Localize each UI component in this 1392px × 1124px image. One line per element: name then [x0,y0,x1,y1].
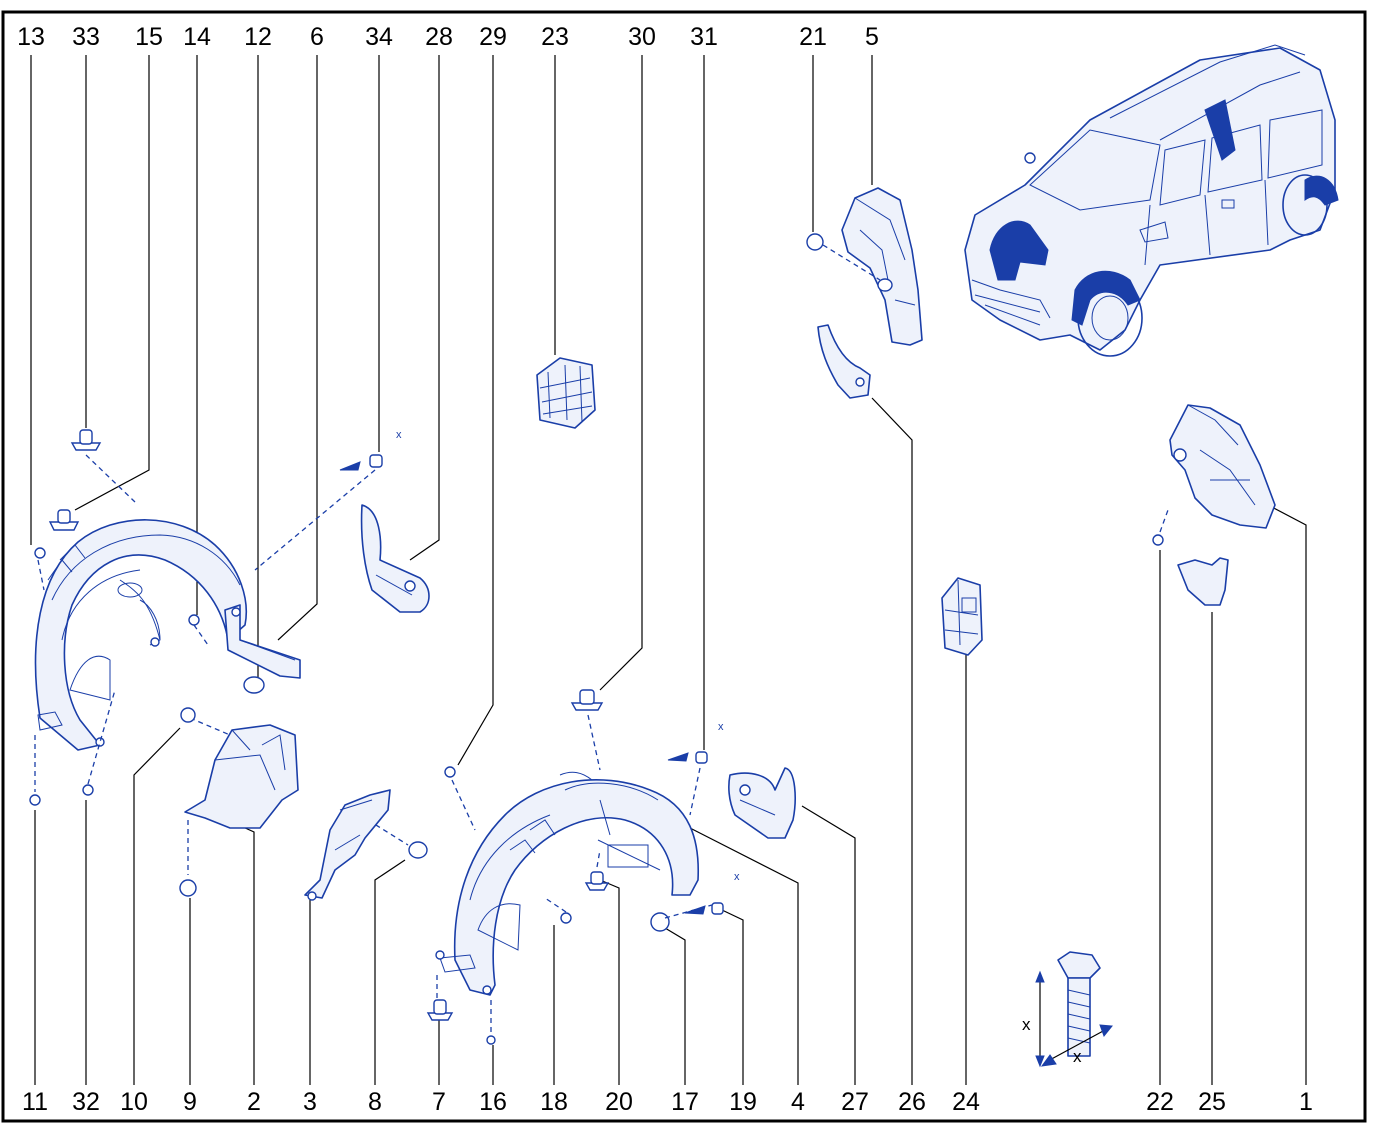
label-24: 24 [952,1088,980,1116]
label-32: 32 [72,1088,100,1116]
leader-27 [801,805,856,1085]
label-10: 10 [120,1088,148,1116]
side-shield [806,187,923,346]
front-wheel-arch-liner [34,519,247,751]
electronic-module [941,577,983,656]
label-28: 28 [425,23,453,51]
vehicle-illustration [964,44,1339,357]
label-9: 9 [183,1088,197,1116]
leader-10 [133,727,181,1085]
bottom-label-row: 11 32 10 9 2 3 8 7 16 18 20 17 19 4 27 2… [22,1088,1313,1116]
svg-text:x: x [396,429,402,441]
rear-mudflap [728,767,796,839]
label-34: 34 [365,23,393,51]
label-27: 27 [841,1088,869,1116]
bolt-length-x: x [1022,1015,1031,1034]
label-17: 17 [671,1088,699,1116]
ventilation-grille [536,357,596,429]
diagram-frame [1,10,1367,1123]
label-30: 30 [628,23,656,51]
label-2: 2 [247,1088,261,1116]
label-1: 1 [1299,1088,1313,1116]
front-mudflap [360,504,430,613]
svg-text:x: x [718,721,724,733]
label-6: 6 [310,23,324,51]
label-22: 22 [1146,1088,1174,1116]
label-3: 3 [303,1088,317,1116]
label-29: 29 [479,23,507,51]
label-31: 31 [690,23,718,51]
leader-2 [231,821,255,1085]
top-label-row: 13 33 15 14 12 6 34 28 29 23 30 31 21 5 [17,23,879,51]
leader-lines [30,55,1307,1085]
label-19: 19 [729,1088,757,1116]
leader-20 [599,879,620,1085]
label-26: 26 [898,1088,926,1116]
label-7: 7 [432,1088,446,1116]
front-liner-bracket [224,604,301,679]
leader-30 [599,55,643,691]
leader-8 [374,859,406,1085]
label-12: 12 [244,23,272,51]
label-25: 25 [1198,1088,1226,1116]
label-13: 13 [17,23,45,51]
highlight-side-panel [1204,99,1236,161]
rear-mini-flap [1177,557,1229,606]
label-18: 18 [540,1088,568,1116]
bolt-dimension-detail: x x [1022,951,1113,1068]
front-liner-dashes [34,454,409,875]
highlight-rear-arch [1304,175,1339,206]
leader-6 [277,55,318,641]
front-lower-bracket [304,789,428,901]
leader-26 [871,397,913,1085]
leader-15 [74,55,150,511]
leader-29 [457,55,494,766]
leader-1 [1267,504,1307,1085]
highlight-front-arch [1071,270,1141,326]
leader-17 [664,927,686,1085]
label-16: 16 [479,1088,507,1116]
label-4: 4 [791,1088,805,1116]
label-14: 14 [183,23,211,51]
bolt-diameter-x: x [1073,1047,1082,1066]
label-11: 11 [22,1088,48,1116]
front-liner-fasteners: x [29,429,402,806]
label-15: 15 [135,23,163,51]
leader-28 [409,55,440,561]
leader-19 [721,909,744,1085]
rear-arch-liner-right [1152,404,1276,546]
leader-4 [689,827,799,1085]
highlight-front-liner [989,220,1049,281]
label-21: 21 [799,23,827,51]
label-8: 8 [368,1088,382,1116]
rear-liner-dashes [436,714,713,1034]
label-20: 20 [605,1088,633,1116]
small-mudflap [817,324,871,399]
label-23: 23 [541,23,569,51]
label-33: 33 [72,23,100,51]
label-5: 5 [865,23,879,51]
svg-text:x: x [734,871,740,883]
rear-wheel-arch-liner [435,771,700,996]
rear-liner-fasteners: x x [426,689,740,1045]
front-lower-shield [179,707,299,897]
